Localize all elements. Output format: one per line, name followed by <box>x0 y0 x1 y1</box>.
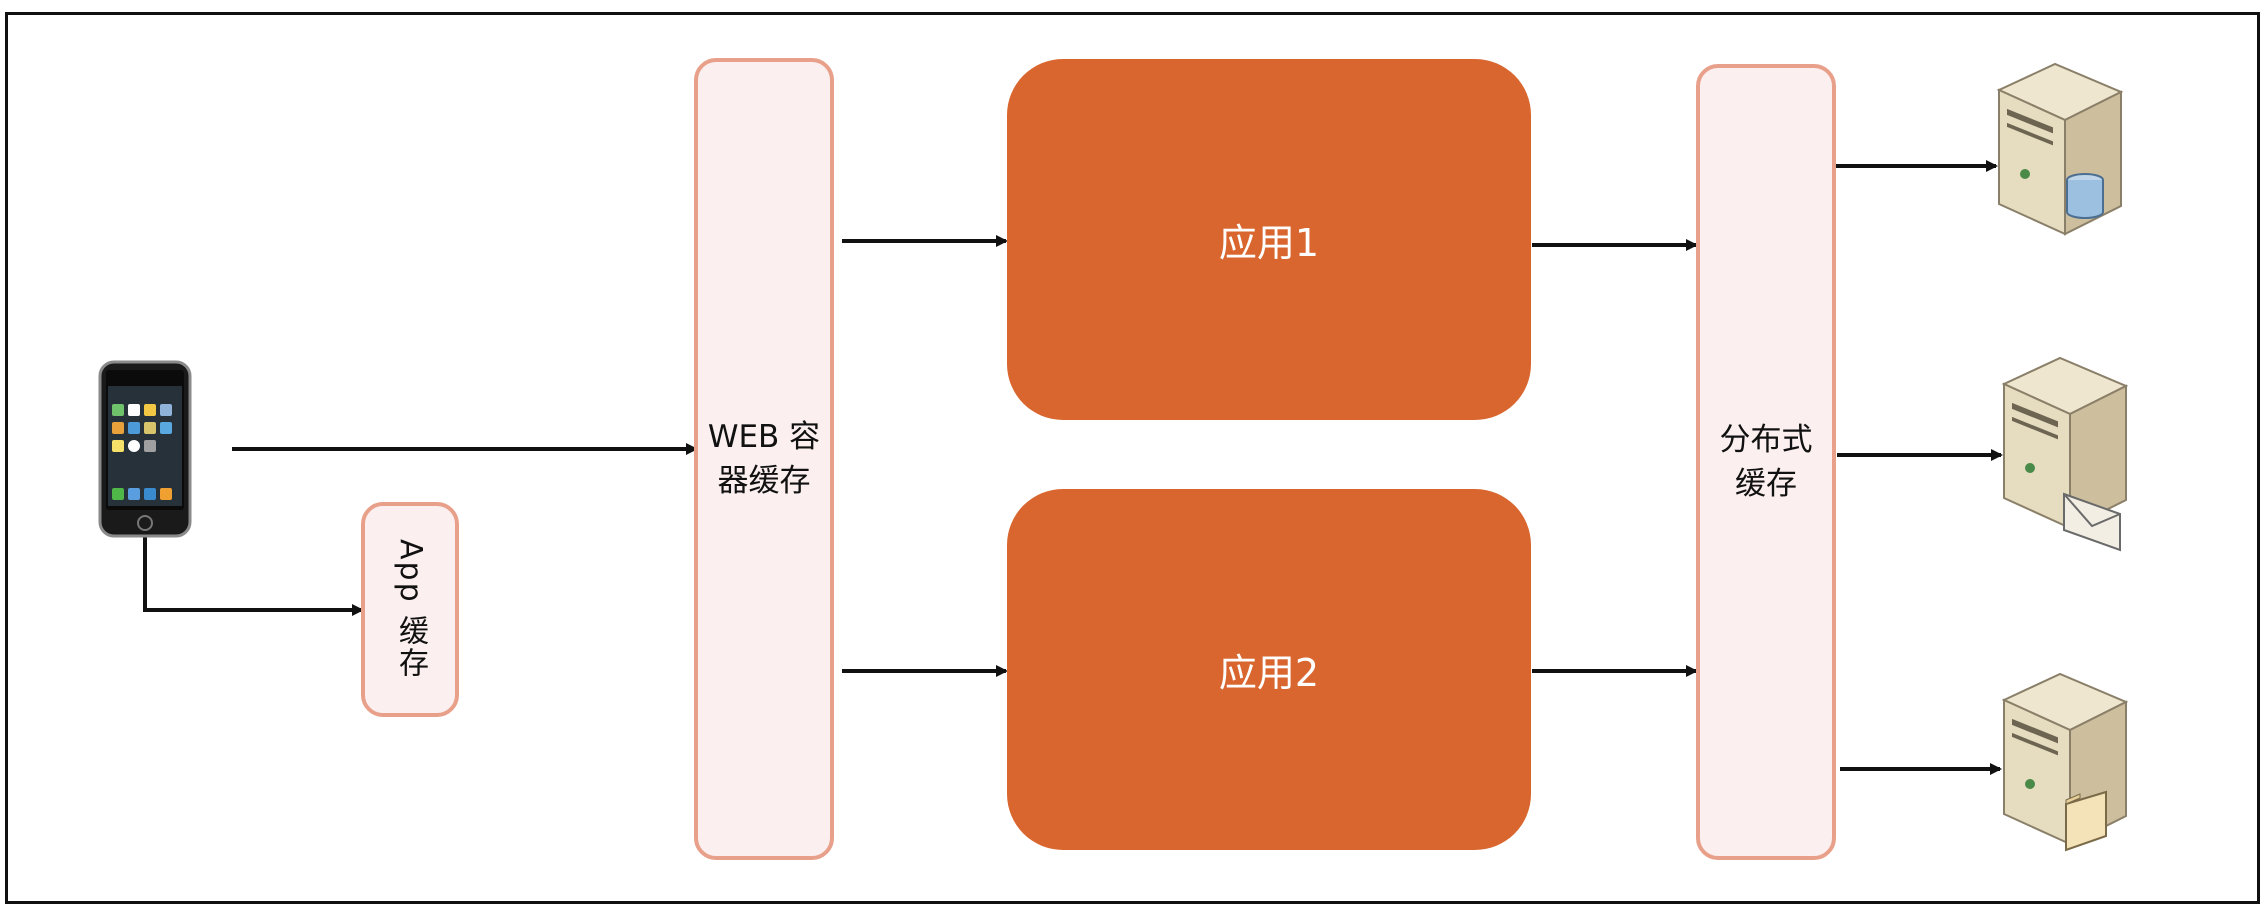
app1-label: 应用1 <box>1219 212 1319 267</box>
arrow-phone-to-app-cache <box>145 536 362 610</box>
app2-label: 应用2 <box>1219 642 1319 697</box>
distributed-cache-label: 分布式 缓存 <box>1720 418 1813 506</box>
smartphone-icon <box>98 360 192 538</box>
mail-server-icon <box>2000 356 2130 552</box>
app1-box: 应用1 <box>1007 59 1531 420</box>
app-cache-box: App 缓存 <box>361 502 459 717</box>
file-server-icon <box>2000 672 2130 862</box>
app-cache-label: App 缓存 <box>388 539 432 679</box>
web-cache-box: WEB 容 器缓存 <box>694 58 834 860</box>
database-server-icon <box>1995 62 2125 238</box>
web-cache-label: WEB 容 器缓存 <box>708 415 820 503</box>
distributed-cache-box: 分布式 缓存 <box>1696 64 1836 860</box>
app2-box: 应用2 <box>1007 489 1531 850</box>
